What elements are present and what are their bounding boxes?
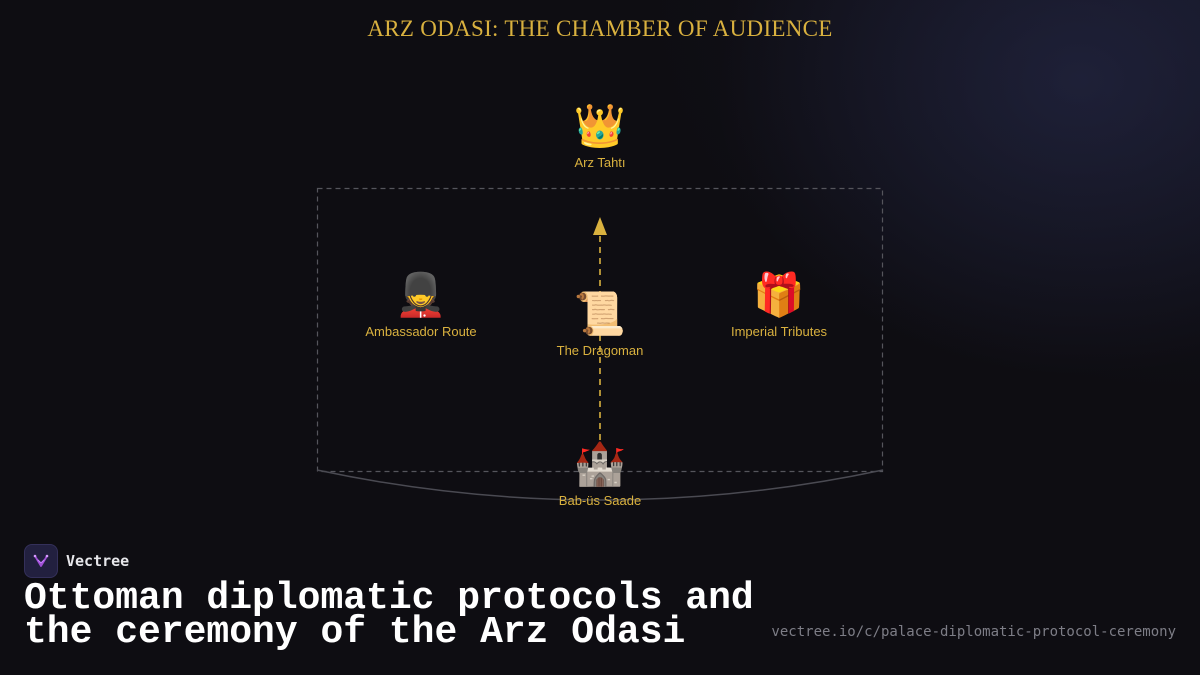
scroll-icon: 📜 bbox=[573, 290, 627, 337]
node-label-bab-us-saade: Bab-üs Saade bbox=[558, 493, 642, 508]
brand[interactable]: Vectree bbox=[24, 544, 129, 578]
castle-icon: 🏰 bbox=[573, 440, 627, 487]
node-bab-us-saade: 🏰 Bab-üs Saade bbox=[500, 439, 700, 508]
gift-icon: 🎁 bbox=[752, 271, 806, 318]
diagram-title: ARZ ODASI: THE CHAMBER OF AUDIENCE bbox=[367, 16, 833, 41]
node-label-arz-tahti: Arz Tahtı bbox=[574, 155, 626, 170]
node-imperial-tributes: 🎁 Imperial Tributes bbox=[679, 270, 879, 339]
node-ambassador-route: 💂 Ambassador Route bbox=[321, 270, 521, 339]
page-headline: Ottoman diplomatic protocols and the cer… bbox=[24, 577, 754, 654]
node-dragoman: 📜 The Dragoman bbox=[500, 289, 700, 358]
procession-arrowhead bbox=[593, 217, 607, 235]
brand-name: Vectree bbox=[66, 552, 130, 570]
chamber-arc bbox=[316, 469, 884, 501]
node-label-ambassador-route: Ambassador Route bbox=[365, 324, 477, 339]
page-url[interactable]: vectree.io/c/palace-diplomatic-protocol-… bbox=[771, 624, 1176, 640]
node-label-dragoman: The Dragoman bbox=[556, 343, 644, 358]
node-label-imperial-tributes: Imperial Tributes bbox=[730, 324, 828, 339]
vectree-logo-icon bbox=[24, 544, 58, 578]
crown-icon: 👑 bbox=[573, 102, 627, 149]
guard-icon: 💂 bbox=[394, 271, 448, 318]
node-arz-tahti: 👑 Arz Tahtı bbox=[500, 101, 700, 170]
chamber-frame bbox=[316, 187, 884, 473]
